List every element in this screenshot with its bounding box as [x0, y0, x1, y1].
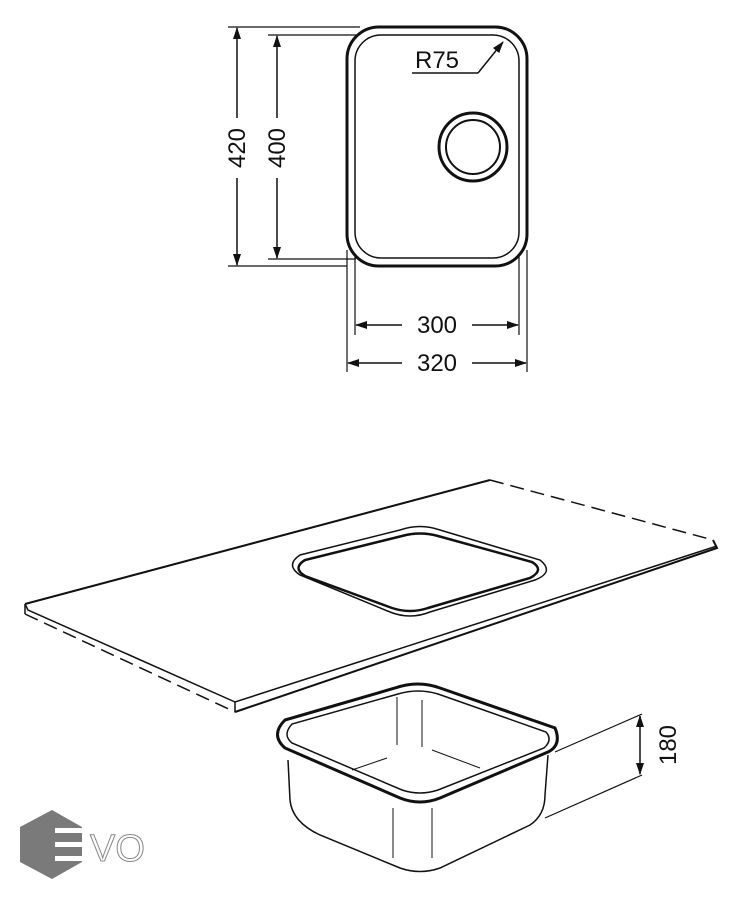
sink-body — [287, 754, 549, 873]
logo-hexagon — [20, 810, 82, 879]
logo-text: VO — [90, 828, 145, 870]
countertop-cutout-inner — [297, 532, 540, 613]
dimension-label-400: 400 — [264, 128, 291, 168]
drain-inner — [445, 119, 501, 175]
sink-rim-inner — [286, 690, 550, 794]
iso-sink-bowl: 180 — [276, 682, 682, 873]
evo-logo: VO — [20, 810, 145, 879]
radius-arrow — [477, 41, 504, 74]
top-view: R75 420 400 300 320 — [224, 25, 529, 377]
sink-inner-outline — [354, 34, 520, 259]
sink-rim-outer — [276, 682, 559, 804]
dimension-label-320: 320 — [417, 350, 457, 377]
dimension-label-180: 180 — [655, 725, 682, 765]
sink-outer-outline — [345, 25, 529, 268]
countertop-cutout — [291, 525, 548, 617]
dimension-label-300: 300 — [417, 312, 457, 339]
extension-line — [554, 713, 643, 753]
radius-label: R75 — [415, 47, 459, 74]
countertop — [24, 479, 719, 713]
drain-outer — [437, 111, 509, 183]
dimension-label-420: 420 — [224, 128, 251, 168]
extension-line — [544, 774, 643, 819]
